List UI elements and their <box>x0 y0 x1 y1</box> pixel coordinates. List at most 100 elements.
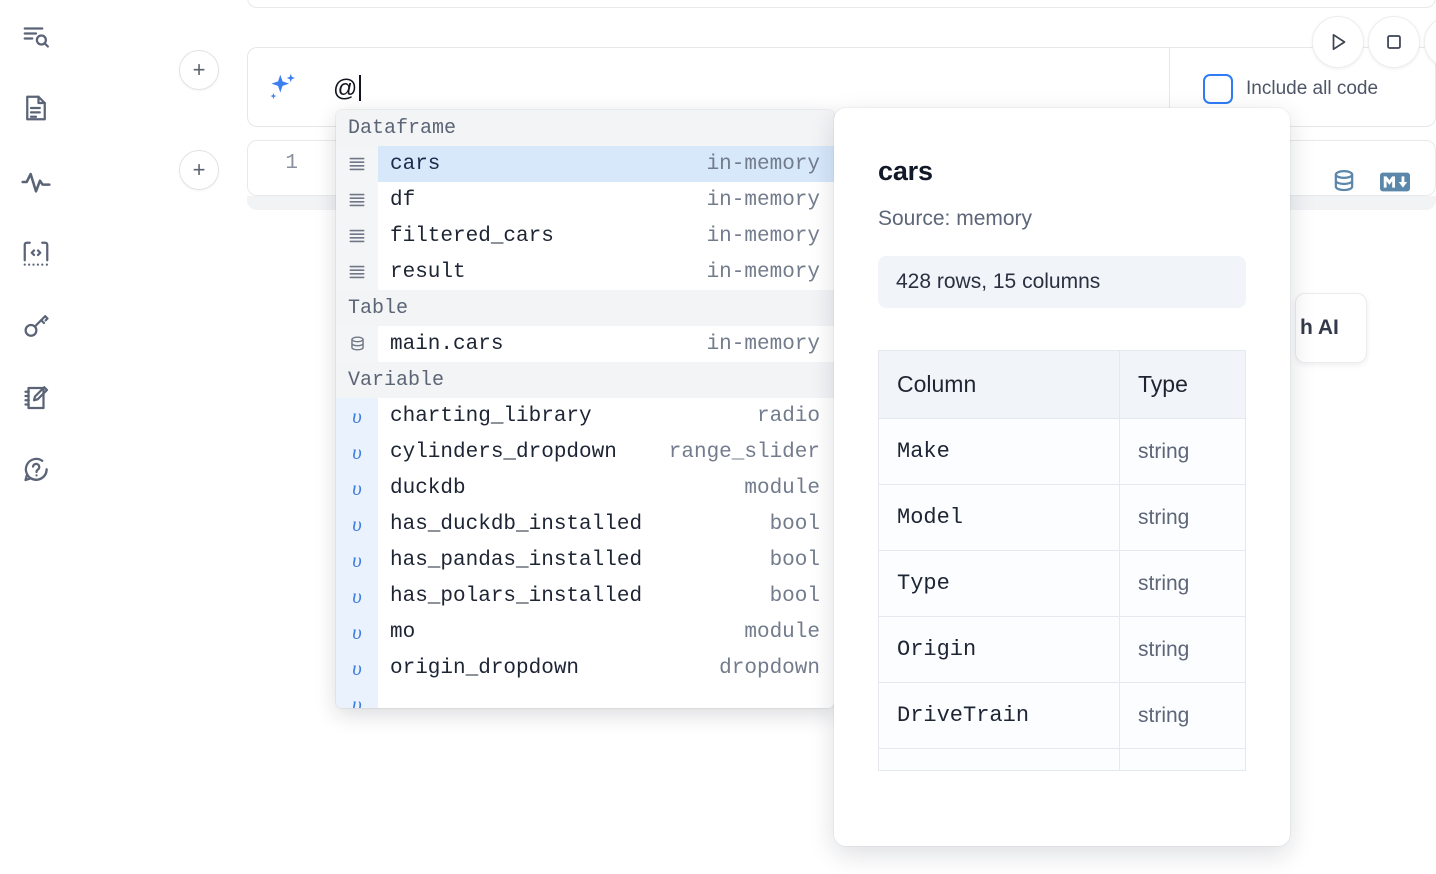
autocomplete-item-name: cars <box>390 152 441 176</box>
doc-col-header-column: Column <box>878 350 1120 419</box>
doc-shape-badge: 428 rows, 15 columns <box>878 256 1246 308</box>
doc-column-name: Model <box>878 484 1120 551</box>
activity-pulse-icon[interactable] <box>14 160 58 204</box>
doc-column-name: DriveTrain <box>878 682 1120 749</box>
include-all-code-checkbox[interactable] <box>1203 74 1233 104</box>
add-cell-plus-icon: + <box>192 57 206 82</box>
ai-prompt-input[interactable]: @ <box>333 72 893 106</box>
variable-upsilon-icon: υ <box>336 578 378 614</box>
autocomplete-item-name: duckdb <box>390 476 466 500</box>
autocomplete-item-name: filtered_cars <box>390 224 554 248</box>
markdown-icon[interactable] <box>1380 170 1410 199</box>
doc-column-name: Type <box>878 550 1120 617</box>
autocomplete-item-name: charting_library <box>390 404 592 428</box>
cell-type-icons <box>1330 168 1410 201</box>
help-chat-icon[interactable] <box>14 448 58 492</box>
variable-upsilon-icon: υ <box>336 650 378 686</box>
stop-button[interactable] <box>1368 16 1420 68</box>
run-button[interactable] <box>1312 16 1364 68</box>
variable-upsilon-icon: υ <box>336 614 378 650</box>
doc-schema-row-partial <box>878 748 1246 771</box>
documentation-panel: cars Source: memory 428 rows, 15 columns… <box>834 108 1290 846</box>
ai-prompt-value: @ <box>333 75 358 102</box>
doc-column-name: Origin <box>878 616 1120 683</box>
autocomplete-item-name: has_polars_installed <box>390 584 643 608</box>
autocomplete-item-name: df <box>390 188 416 212</box>
cell-panel-above <box>247 0 1436 8</box>
variable-upsilon-icon: υ <box>336 542 378 578</box>
autocomplete-section-header: Table <box>336 290 834 326</box>
autocomplete-item[interactable]: df in-memory <box>336 182 834 218</box>
doc-column-name: Make <box>878 418 1120 485</box>
autocomplete-item-name: cylinders_dropdown <box>390 440 617 464</box>
autocomplete-item[interactable]: filtered_cars in-memory <box>336 218 834 254</box>
dataframe-rows-icon <box>336 146 378 182</box>
autocomplete-item-partial[interactable]: υ <box>336 686 834 708</box>
autocomplete-item-name: result <box>390 260 466 284</box>
notebook-edit-icon[interactable] <box>14 376 58 420</box>
database-icon <box>336 326 378 362</box>
include-all-code-toggle[interactable]: Include all code <box>1203 74 1378 104</box>
autocomplete-item-name: main.cars <box>390 332 504 356</box>
autocomplete-item[interactable]: υ origin_dropdown dropdown <box>336 650 834 686</box>
sparkles-icon <box>265 70 301 106</box>
text-caret <box>358 75 361 101</box>
autocomplete-item-kind: in-memory <box>706 188 820 212</box>
autocomplete-item-kind: in-memory <box>706 152 820 176</box>
autocomplete-item-kind: bool <box>769 512 820 536</box>
autocomplete-item[interactable]: υ has_polars_installed bool <box>336 578 834 614</box>
add-cell-button-top[interactable]: + <box>179 50 219 90</box>
dataframe-rows-icon <box>336 254 378 290</box>
generate-with-ai-card[interactable]: h AI <box>1295 293 1367 363</box>
doc-column-type: string <box>1119 484 1246 551</box>
autocomplete-item-kind: dropdown <box>719 656 820 680</box>
database-icon[interactable] <box>1330 168 1358 201</box>
generate-with-ai-label: h AI <box>1300 316 1339 339</box>
variable-upsilon-icon: υ <box>336 398 378 434</box>
autocomplete-section-header: Variable <box>336 362 834 398</box>
autocomplete-item-kind: in-memory <box>706 224 820 248</box>
doc-col-header-type: Type <box>1119 350 1246 419</box>
variable-upsilon-icon: υ <box>336 470 378 506</box>
autocomplete-item-kind: radio <box>756 404 820 428</box>
autocomplete-item-kind: in-memory <box>706 260 820 284</box>
dataframe-rows-icon <box>336 218 378 254</box>
autocomplete-item[interactable]: result in-memory <box>336 254 834 290</box>
add-cell-button-bottom[interactable]: + <box>179 150 219 190</box>
autocomplete-item[interactable]: cars in-memory <box>336 146 834 182</box>
code-snippet-icon[interactable] <box>14 232 58 276</box>
autocomplete-section-header: Dataframe <box>336 110 834 146</box>
autocomplete-item-name: origin_dropdown <box>390 656 580 680</box>
autocomplete-item-name: has_duckdb_installed <box>390 512 643 536</box>
doc-title: cars <box>878 156 933 186</box>
autocomplete-item-kind <box>807 693 834 709</box>
doc-column-type: string <box>1119 550 1246 617</box>
autocomplete-item-kind: in-memory <box>706 332 820 356</box>
doc-column-type: string <box>1119 418 1246 485</box>
document-icon[interactable] <box>14 86 58 130</box>
search-outline-icon[interactable] <box>14 14 58 58</box>
variable-upsilon-icon: υ <box>336 686 378 708</box>
doc-schema-header-row: Column Type <box>878 350 1246 419</box>
autocomplete-item-kind: bool <box>769 548 820 572</box>
key-icon[interactable] <box>14 304 58 348</box>
autocomplete-item-kind: bool <box>769 584 820 608</box>
autocomplete-item[interactable]: υ charting_library radio <box>336 398 834 434</box>
code-line-number: 1 <box>285 152 298 175</box>
autocomplete-item[interactable]: main.cars in-memory <box>336 326 834 362</box>
autocomplete-item-kind: module <box>744 620 820 644</box>
include-all-code-label: Include all code <box>1246 78 1379 99</box>
autocomplete-item-kind: module <box>744 476 820 500</box>
